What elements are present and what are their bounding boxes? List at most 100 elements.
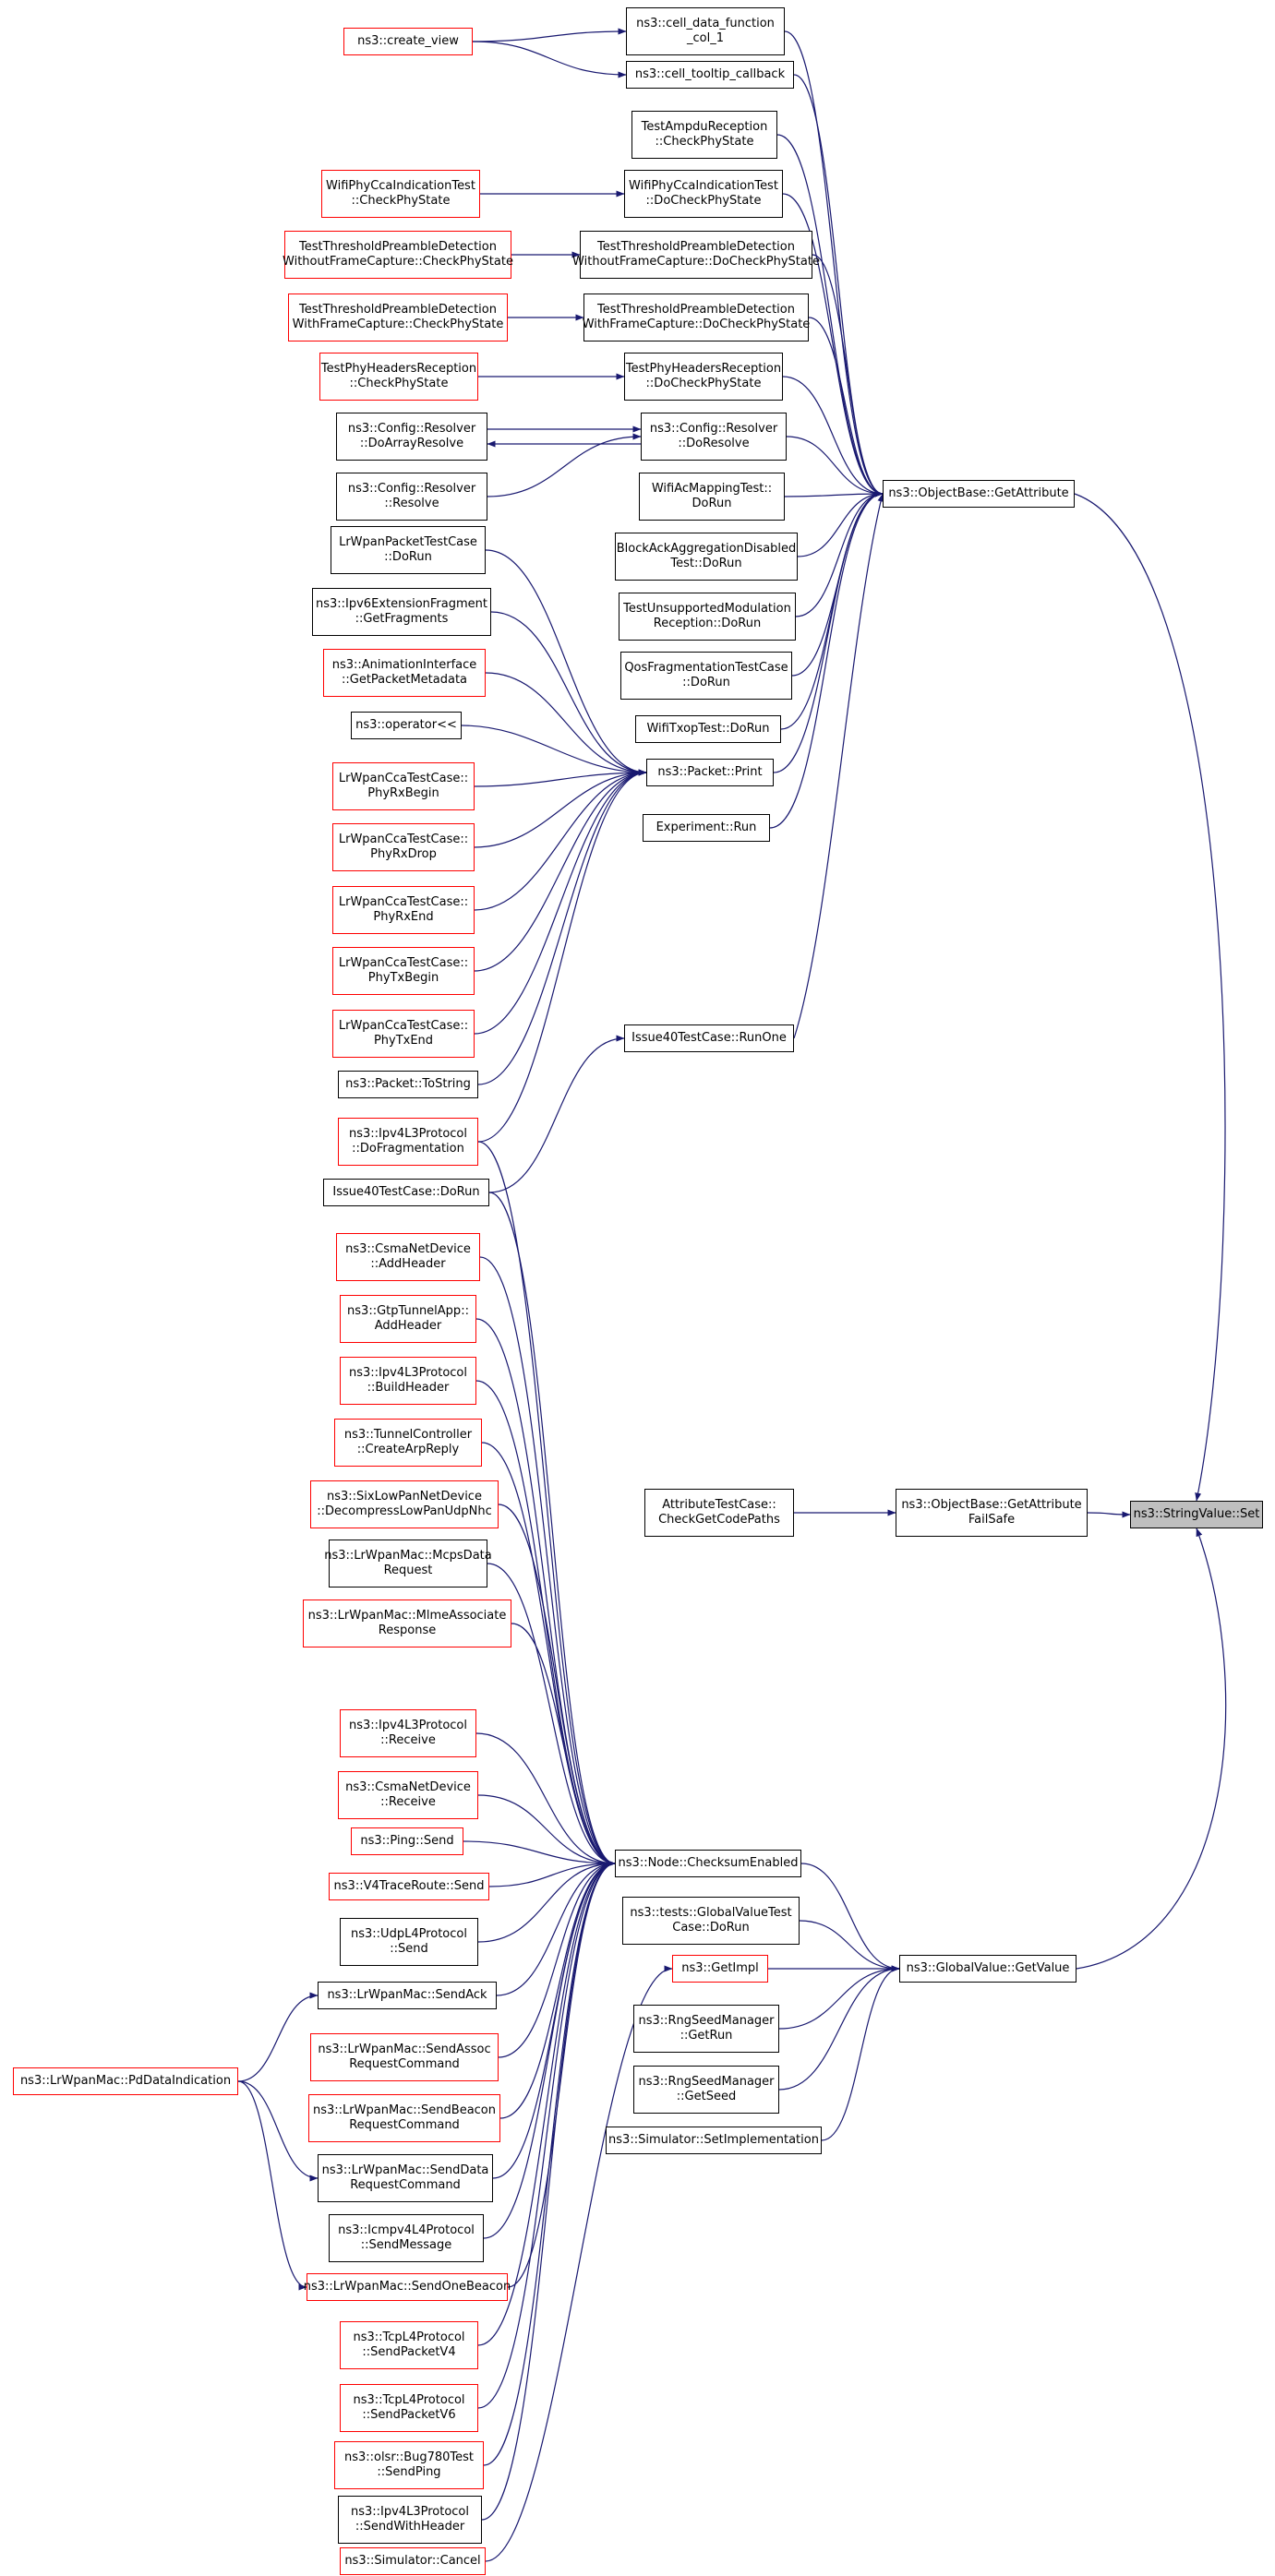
graph-node-createview[interactable]: ns3::create_view [343, 28, 473, 55]
graph-node-label: ns3::TcpL4Protocol [353, 2330, 465, 2344]
graph-node-tphr_cps[interactable]: TestPhyHeadersReception::CheckPhyState [319, 353, 478, 401]
graph-node-csmarecv[interactable]: ns3::CsmaNetDevice::Receive [338, 1771, 478, 1819]
graph-edge-phytxend-print [474, 769, 647, 1035]
graph-node-csmaadd[interactable]: ns3::CsmaNetDevice::AddHeader [336, 1233, 480, 1281]
graph-node-phyrxdrop[interactable]: LrWpanCcaTestCase::PhyRxDrop [332, 823, 475, 871]
graph-node-label: Request [383, 1564, 433, 1577]
graph-node-getattr[interactable]: ns3::ObjectBase::GetAttribute [883, 480, 1075, 508]
graph-node-label: PhyTxBegin [367, 971, 439, 985]
graph-node-setimpl[interactable]: ns3::Simulator::SetImplementation [606, 2127, 822, 2154]
graph-node-pingsend[interactable]: ns3::Ping::Send [351, 1827, 463, 1855]
graph-node-wifitxop[interactable]: WifiTxopTest::DoRun [635, 715, 781, 743]
graph-node-label: ::DoFragmentation [352, 1142, 464, 1156]
graph-node-bug780[interactable]: ns3::olsr::Bug780Test::SendPing [334, 2441, 484, 2489]
graph-edge-setimpl-getvalue [821, 1965, 900, 2141]
graph-node-simcancel[interactable]: ns3::Simulator::Cancel [340, 2547, 486, 2575]
graph-node-label: FailSafe [968, 1513, 1016, 1527]
graph-node-opout[interactable]: ns3::operator<< [351, 712, 462, 739]
graph-node-icmpmsg[interactable]: ns3::Icmpv4L4Protocol::SendMessage [329, 2214, 484, 2262]
graph-node-label: ::DoArrayResolve [359, 437, 464, 450]
graph-node-label: ns3::GetImpl [681, 1961, 759, 1975]
graph-node-label: BlockAckAggregationDisabled [616, 542, 797, 556]
graph-node-sendwithhdr[interactable]: ns3::Ipv4L3Protocol::SendWithHeader [338, 2496, 482, 2544]
graph-node-setval[interactable]: ns3::StringValue::Set [1130, 1501, 1263, 1528]
graph-node-tar[interactable]: TestAmpduReception::CheckPhyState [631, 111, 777, 159]
graph-node-tostring[interactable]: ns3::Packet::ToString [338, 1071, 478, 1098]
graph-node-label: ::DoCheckPhyState [645, 194, 762, 208]
graph-node-tcpv4[interactable]: ns3::TcpL4Protocol::SendPacketV4 [340, 2321, 478, 2369]
graph-node-anim[interactable]: ns3::AnimationInterface::GetPacketMetada… [323, 649, 486, 697]
graph-node-checkget[interactable]: AttributeTestCase::CheckGetCodePaths [644, 1489, 794, 1537]
graph-node-runone[interactable]: Issue40TestCase::RunOne [624, 1024, 794, 1052]
graph-node-wpcidc[interactable]: WifiPhyCcaIndicationTest::DoCheckPhyStat… [624, 170, 783, 218]
graph-node-exprun[interactable]: Experiment::Run [643, 814, 770, 842]
graph-node-label: WifiPhyCcaIndicationTest [326, 179, 475, 193]
graph-edge-ttpwoc_do-getattr [812, 254, 884, 497]
graph-edge-csmaadd-checksum [479, 1256, 616, 1867]
graph-node-getvalue[interactable]: ns3::GlobalValue::GetValue [899, 1955, 1077, 1983]
graph-node-checksum[interactable]: ns3::Node::ChecksumEnabled [615, 1850, 801, 1877]
graph-edge-sendbeaconreq-checksum [499, 1860, 616, 2119]
graph-edge-phyrxbegin-print [474, 769, 647, 787]
graph-node-ipv4recv[interactable]: ns3::Ipv4L3Protocol::Receive [340, 1709, 476, 1757]
graph-node-rngseed[interactable]: ns3::RngSeedManager::GetSeed [633, 2066, 779, 2114]
graph-node-resolve[interactable]: ns3::Config::Resolver::Resolve [336, 473, 487, 521]
graph-node-label: ns3::cell_data_function [636, 17, 775, 30]
graph-node-rngrun[interactable]: ns3::RngSeedManager::GetRun [633, 2005, 779, 2053]
graph-node-print[interactable]: ns3::Packet::Print [646, 759, 774, 786]
graph-node-qosfrag[interactable]: QosFragmentationTestCase::DoRun [620, 652, 792, 700]
graph-node-dofrag[interactable]: ns3::Ipv4L3Protocol::DoFragmentation [338, 1118, 478, 1166]
graph-node-label: RequestCommand [349, 2057, 460, 2071]
graph-node-wpci_cps[interactable]: WifiPhyCcaIndicationTest::CheckPhyState [321, 170, 480, 218]
graph-node-sixlow[interactable]: ns3::SixLowPanNetDevice::DecompressLowPa… [310, 1480, 499, 1528]
graph-node-buildhdr[interactable]: ns3::Ipv4L3Protocol::BuildHeader [340, 1357, 476, 1405]
graph-node-phyrxend[interactable]: LrWpanCcaTestCase::PhyRxEnd [332, 886, 475, 934]
graph-node-phyrxbegin[interactable]: LrWpanCcaTestCase::PhyRxBegin [332, 762, 475, 810]
graph-node-wifiac[interactable]: WifiAcMappingTest::DoRun [639, 473, 785, 521]
graph-node-label: LrWpanCcaTestCase:: [338, 1019, 469, 1033]
graph-edge-ctc-getattr [793, 74, 884, 497]
graph-node-resolver_do[interactable]: ns3::Config::Resolver::DoResolve [641, 413, 787, 461]
graph-edge-phytxbegin-print [474, 769, 647, 972]
graph-node-label: ::SendPacketV6 [362, 2408, 456, 2422]
graph-node-tphr_do[interactable]: TestPhyHeadersReception::DoCheckPhyState [624, 353, 783, 401]
graph-node-label: RequestCommand [349, 2118, 460, 2132]
graph-node-ipv6frag[interactable]: ns3::Ipv6ExtensionFragment::GetFragments [312, 588, 491, 636]
graph-node-issue40[interactable]: Issue40TestCase::DoRun [323, 1179, 489, 1206]
graph-node-udpsend[interactable]: ns3::UdpL4Protocol::Send [340, 1918, 478, 1966]
graph-node-label: ::Receive [380, 1733, 436, 1747]
graph-node-pddata[interactable]: ns3::LrWpanMac::PdDataIndication [13, 2067, 238, 2095]
graph-node-sendack[interactable]: ns3::LrWpanMac::SendAck [318, 1982, 497, 2009]
graph-node-cdf[interactable]: ns3::cell_data_function_col_1 [626, 7, 785, 55]
graph-node-doarray[interactable]: ns3::Config::Resolver::DoArrayResolve [336, 413, 487, 461]
graph-node-label: ::GetSeed [676, 2090, 737, 2103]
graph-edge-resolver_do-getattr [786, 436, 884, 497]
graph-node-lrpkt[interactable]: LrWpanPacketTestCase::DoRun [331, 526, 486, 574]
graph-node-phytxend[interactable]: LrWpanCcaTestCase::PhyTxEnd [332, 1010, 475, 1058]
graph-node-phytxbegin[interactable]: LrWpanCcaTestCase::PhyTxBegin [332, 947, 475, 995]
graph-node-label: ns3::Ipv6ExtensionFragment [315, 597, 487, 611]
graph-node-sendonebeacon[interactable]: ns3::LrWpanMac::SendOneBeacon [304, 2273, 511, 2301]
graph-node-tcpv6[interactable]: ns3::TcpL4Protocol::SendPacketV6 [340, 2384, 478, 2432]
graph-node-label: TestPhyHeadersReception [625, 362, 782, 376]
graph-node-ctc[interactable]: ns3::cell_tooltip_callback [626, 61, 794, 89]
graph-node-v4trace[interactable]: ns3::V4TraceRoute::Send [329, 1873, 489, 1900]
graph-node-gtpadd[interactable]: ns3::GtpTunnelApp::AddHeader [340, 1295, 476, 1343]
graph-edge-wifiac-getattr [784, 490, 884, 497]
graph-node-arpreply[interactable]: ns3::TunnelController::CreateArpReply [334, 1419, 482, 1467]
graph-node-getimpl[interactable]: ns3::GetImpl [672, 1955, 768, 1983]
graph-node-label: WifiAcMappingTest:: [651, 482, 773, 496]
